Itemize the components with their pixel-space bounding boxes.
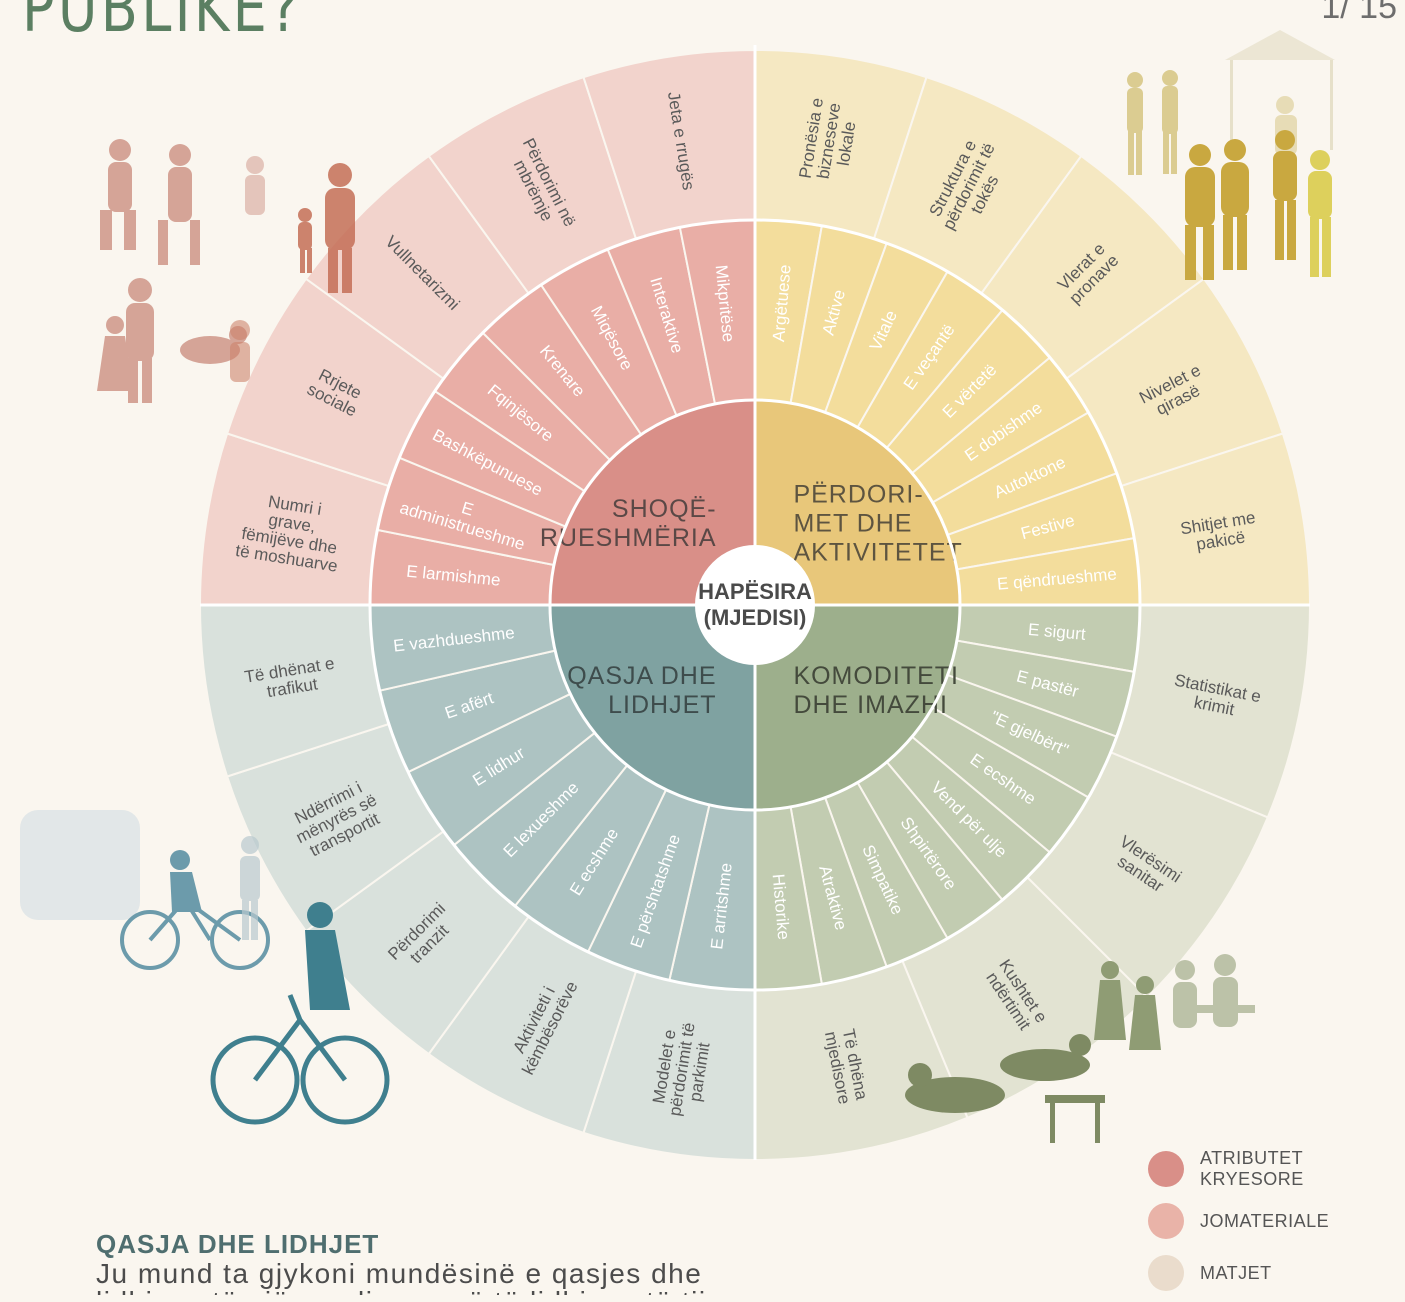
section-text: Ju mund ta gjykoni mundësinë e qasjes dh… [96, 1258, 703, 1289]
quadrant-label: RUESHMËRIA [540, 524, 717, 552]
attribute-label: E [459, 498, 475, 519]
ring-border [368, 218, 1142, 992]
people-silhouettes-top-right [1127, 30, 1335, 280]
quadrant-label: LIDHJET [608, 691, 716, 719]
quadrant-label: DHE IMAZHI [793, 691, 947, 719]
legend-dot-measurements [1148, 1255, 1184, 1291]
legend-label: JOMATERIALE [1200, 1210, 1330, 1231]
legend-label: ATRIBUTET KRYESORE [1200, 1148, 1304, 1189]
cyclists-silhouettes [20, 810, 390, 1125]
quadrant-core-access [550, 605, 755, 810]
attribute-label-group: E sigurt [1027, 620, 1086, 644]
center-circle [695, 545, 815, 665]
people-silhouettes-top-left [97, 139, 355, 403]
legend: ATRIBUTET KRYESORE JOMATERIALE MATJET [1148, 1146, 1403, 1302]
ring-border [548, 398, 962, 812]
quadrant-label: QASJA DHE [567, 662, 716, 690]
quadrant-label: MET DHE [793, 510, 912, 538]
quadrant-label: KOMODITETI [793, 662, 959, 690]
center-label: (MJEDISI) [704, 605, 807, 630]
seated-people-silhouettes [905, 954, 1255, 1143]
legend-dot-intangibles [1148, 1203, 1184, 1239]
legend-label: MATJET [1200, 1262, 1272, 1283]
legend-item-measurements: MATJET [1148, 1250, 1403, 1296]
quadrant-core-sociability [550, 400, 755, 605]
quadrant-label: SHOQË- [612, 495, 717, 523]
legend-dot-main-attributes [1148, 1151, 1184, 1187]
quadrant-label: AKTIVITETET [793, 539, 962, 567]
quadrant-core-comfort [755, 605, 960, 810]
legend-item-intangibles: JOMATERIALE [1148, 1198, 1403, 1244]
page-title: PUBLIKE? [22, 0, 303, 47]
quadrant-label: PËRDORI- [793, 481, 923, 509]
page-number: 1/ 15 [1321, 0, 1397, 26]
section-heading: QASJA DHE LIDHJET [96, 1229, 380, 1259]
attribute-label: E sigurt [1027, 620, 1086, 644]
quadrant-core-uses [755, 400, 960, 605]
legend-item-main-attributes: ATRIBUTET KRYESORE [1148, 1146, 1403, 1192]
center-label: HAPËSIRA [698, 579, 812, 604]
section-text-cut: lidhjeve të një vendi me anë të lidhjeve… [96, 1286, 776, 1295]
